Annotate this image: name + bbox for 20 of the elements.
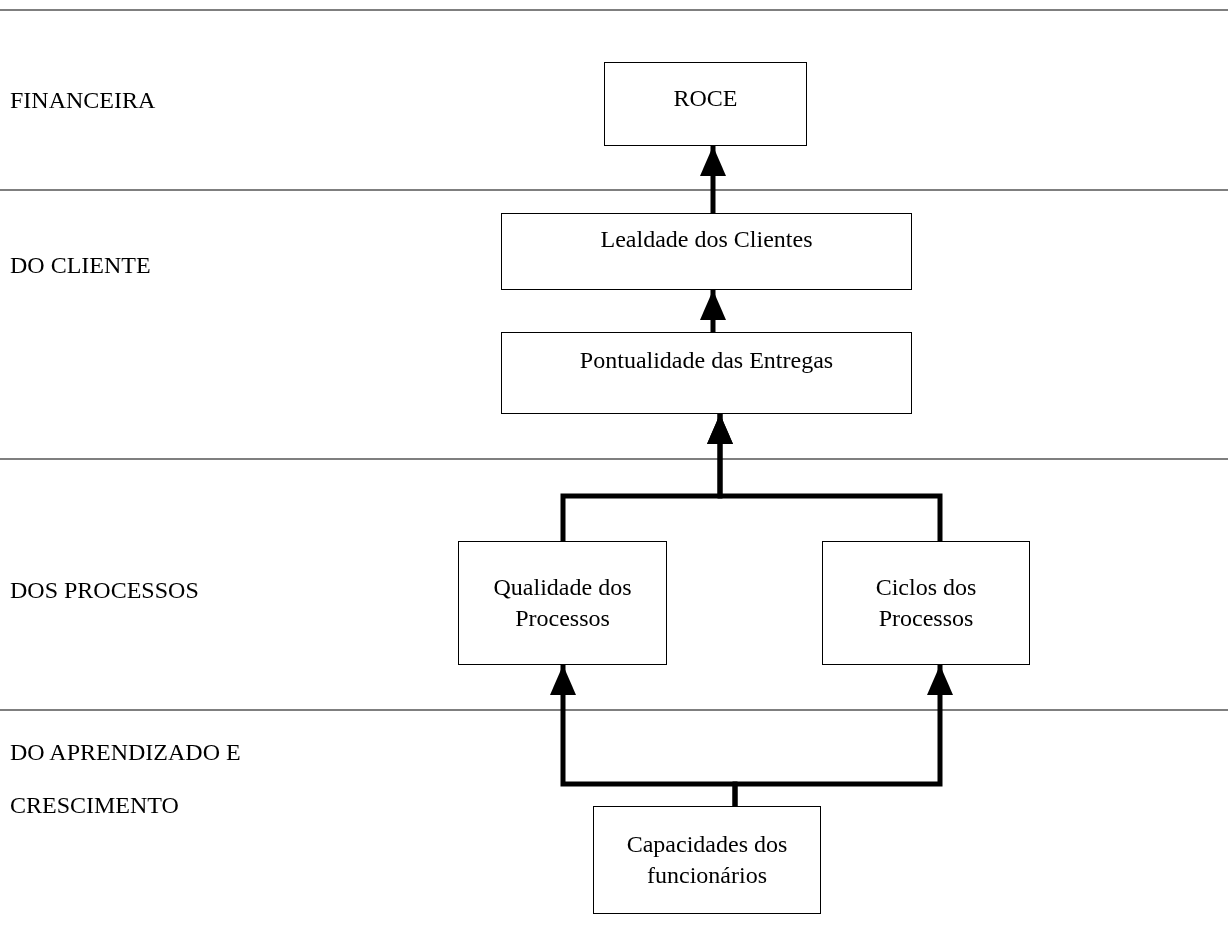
perspective-label: DOS PROCESSOS bbox=[10, 576, 200, 605]
process-box bbox=[458, 541, 667, 665]
process-box bbox=[593, 806, 821, 914]
node-text: Qualidade dos Processos bbox=[492, 572, 633, 633]
node-text: Ciclos dos Processos bbox=[874, 572, 978, 633]
process-box bbox=[501, 332, 912, 414]
arrow bbox=[707, 414, 943, 541]
process-box bbox=[604, 62, 807, 146]
perspective-label: DO CLIENTE bbox=[10, 251, 152, 280]
process-box bbox=[822, 541, 1030, 665]
node-text: Pontualidade das Entregas bbox=[579, 346, 834, 375]
node-text: Lealdade dos Clientes bbox=[600, 225, 813, 254]
perspective-label: DO APRENDIZADO E CRESCIMENTO bbox=[10, 738, 242, 820]
arrow bbox=[700, 146, 726, 213]
node-text: Capacidades dos funcionários bbox=[625, 829, 789, 890]
arrow bbox=[732, 665, 953, 806]
node-text: ROCE bbox=[673, 84, 738, 113]
process-box bbox=[501, 213, 912, 290]
arrow bbox=[700, 290, 726, 332]
perspective-label: FINANCEIRA bbox=[10, 86, 157, 115]
